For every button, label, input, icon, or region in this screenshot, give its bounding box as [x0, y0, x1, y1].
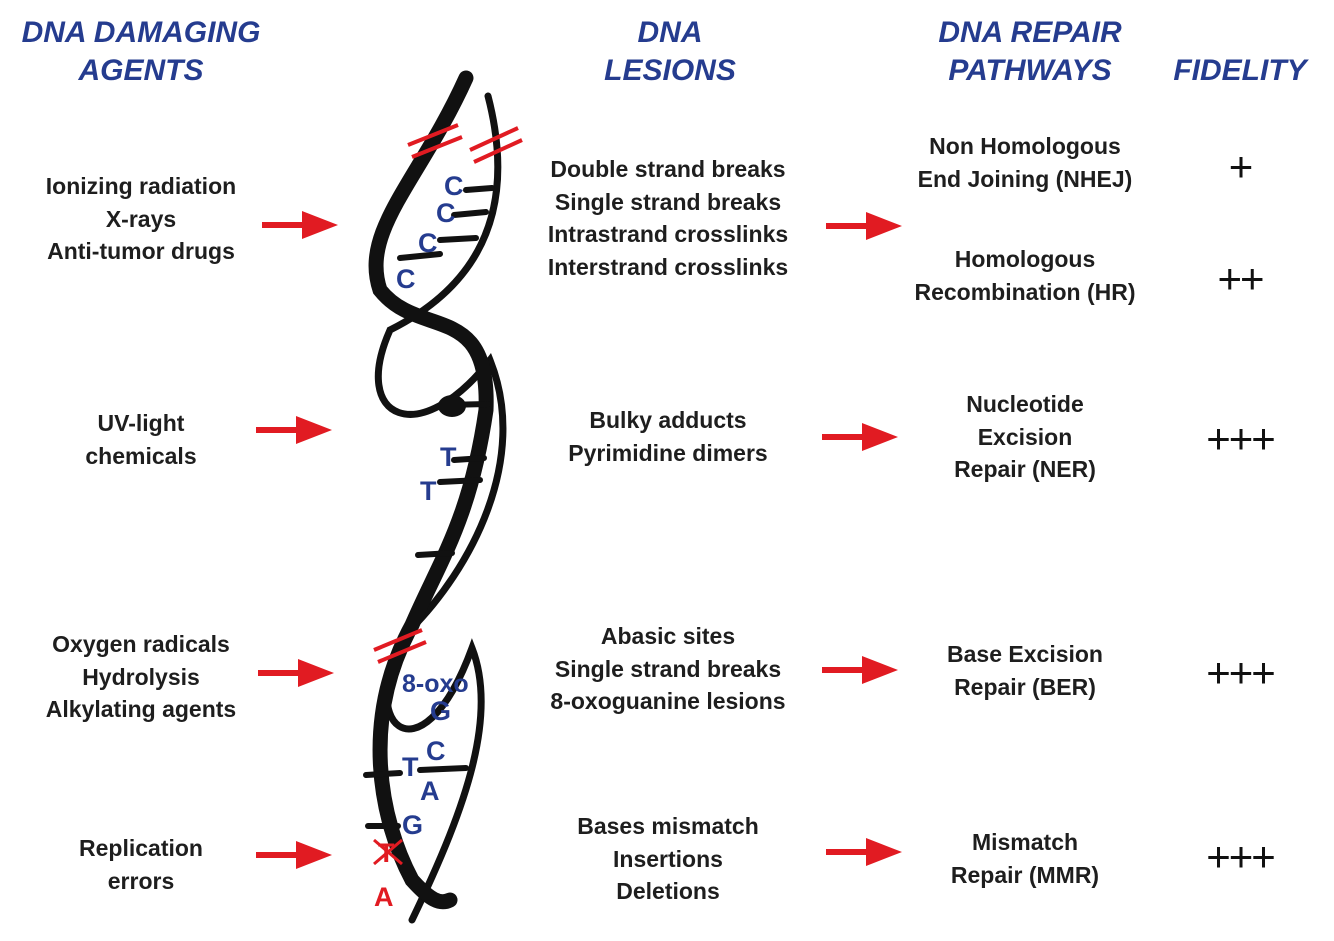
header-repair-pathways: DNA REPAIR PATHWAYS: [910, 14, 1150, 90]
arrow-lesions-row-2: [822, 423, 898, 451]
agent-item: Alkylating agents: [45, 696, 237, 722]
base-letter: C: [418, 228, 438, 258]
header-lesions-line-2: LESIONS: [604, 54, 736, 87]
fidelity-hr: ++: [1217, 255, 1264, 302]
lesion-item: Single strand breaks: [554, 188, 782, 215]
base-letter: C: [444, 171, 464, 201]
lesion-item: Abasic sites: [600, 623, 736, 649]
fidelity-ber: +++: [1206, 649, 1276, 696]
pathway-ber: Base Excision Repair (BER): [880, 638, 1170, 703]
fidelity-ner: +++: [1206, 415, 1276, 462]
pathway-line: Nucleotide: [966, 391, 1084, 417]
lesion-item: Bases mismatch: [577, 813, 759, 839]
lesion-item: Single strand breaks: [554, 655, 782, 682]
header-pathways-line-1: DNA REPAIR: [938, 16, 1122, 49]
header-damaging-agents: DNA DAMAGING AGENTS: [10, 14, 272, 90]
lesions-row-2: Bulky adducts Pyrimidine dimers: [508, 404, 828, 469]
helix-rungs: [363, 185, 495, 829]
lesion-item: Interstrand crosslinks: [547, 253, 789, 280]
bulky-adduct-icon: [438, 395, 466, 417]
header-lesions-line-1: DNA: [637, 16, 703, 49]
base-letter: T: [420, 476, 437, 506]
arrow-lesions-row-1: [826, 212, 902, 240]
base-letter: C: [436, 198, 456, 228]
base-letter: A: [420, 776, 440, 806]
arrow-agents-row-2: [256, 416, 332, 444]
base-letter: G: [402, 810, 423, 840]
pathway-line: End Joining (NHEJ): [917, 165, 1133, 192]
fidelity-nhej: +: [1228, 143, 1254, 190]
lesion-item: Insertions: [613, 845, 723, 872]
mismatch-cross-icon: [373, 838, 403, 866]
agent-item: Anti-tumor drugs: [47, 238, 235, 264]
arrow-lesions-row-3: [822, 656, 898, 684]
pathway-nhej: Non Homologous End Joining (NHEJ): [880, 130, 1170, 195]
strand-break-icon: [373, 123, 523, 664]
agent-item: Hydrolysis: [82, 663, 200, 690]
pathway-line: Repair (NER): [954, 456, 1096, 482]
pathway-line: Excision: [977, 423, 1073, 450]
header-agents-line-2: AGENTS: [78, 54, 204, 87]
pathway-line: Base Excision: [947, 641, 1103, 667]
agent-item: UV-light: [97, 410, 185, 436]
lesion-item: Deletions: [616, 878, 720, 904]
lesions-row-4: Bases mismatch Insertions Deletions: [508, 810, 828, 908]
agent-item: Ionizing radiation: [45, 173, 237, 199]
header-dna-lesions: DNA LESIONS: [570, 14, 770, 90]
base-letter: T: [440, 442, 457, 472]
pathway-line: Recombination (HR): [914, 278, 1136, 305]
helix-front-strand: [368, 70, 494, 910]
lesion-item: 8-oxoguanine lesions: [550, 688, 786, 714]
agents-row-4: Replication errors: [10, 832, 272, 897]
pathway-line: Mismatch: [971, 829, 1079, 855]
agent-item: errors: [107, 867, 175, 894]
base-letter: C: [426, 736, 446, 766]
lesion-item: Double strand breaks: [550, 156, 786, 182]
base-letter: G: [430, 696, 451, 726]
agents-row-1: Ionizing radiation X-rays Anti-tumor dru…: [10, 170, 272, 268]
pathway-line: Non Homologous: [929, 133, 1121, 159]
agent-item: Replication: [79, 835, 203, 861]
header-pathways-line-2: PATHWAYS: [948, 54, 1112, 87]
pathway-line: Repair (BER): [954, 673, 1096, 700]
fidelity-mmr: +++: [1206, 833, 1276, 880]
lesion-item: Pyrimidine dimers: [568, 439, 768, 466]
agents-row-3: Oxygen radicals Hydrolysis Alkylating ag…: [10, 628, 272, 726]
agent-item: Oxygen radicals: [52, 631, 230, 657]
arrow-agents-row-3: [258, 659, 334, 687]
base-letter: T: [402, 752, 419, 782]
pathway-mmr: Mismatch Repair (MMR): [880, 826, 1170, 891]
arrow-agents-row-4: [256, 841, 332, 869]
base-letter: A: [374, 882, 394, 912]
lesions-row-3: Abasic sites Single strand breaks 8-oxog…: [508, 620, 828, 718]
pathway-line: Repair (MMR): [950, 861, 1100, 888]
arrow-lesions-row-4: [826, 838, 902, 866]
lesion-item: Intrastrand crosslinks: [547, 221, 789, 247]
base-letter: 8-oxo: [402, 670, 469, 698]
lesion-item: Bulky adducts: [589, 407, 747, 433]
header-fidelity: FIDELITY: [1160, 52, 1320, 90]
agents-row-2: UV-light chemicals: [10, 407, 272, 472]
pathway-line: Homologous: [954, 246, 1096, 272]
lesions-row-1: Double strand breaks Single strand break…: [508, 153, 828, 283]
arrow-agents-row-1: [262, 211, 338, 239]
base-letter: C: [396, 264, 416, 294]
pathway-hr: Homologous Recombination (HR): [880, 243, 1170, 308]
agent-item: chemicals: [85, 442, 197, 469]
header-fidelity-text: FIDELITY: [1173, 54, 1307, 87]
pathway-ner: Nucleotide Excision Repair (NER): [880, 388, 1170, 486]
agent-item: X-rays: [105, 205, 177, 232]
header-agents-line-1: DNA DAMAGING: [21, 16, 261, 49]
